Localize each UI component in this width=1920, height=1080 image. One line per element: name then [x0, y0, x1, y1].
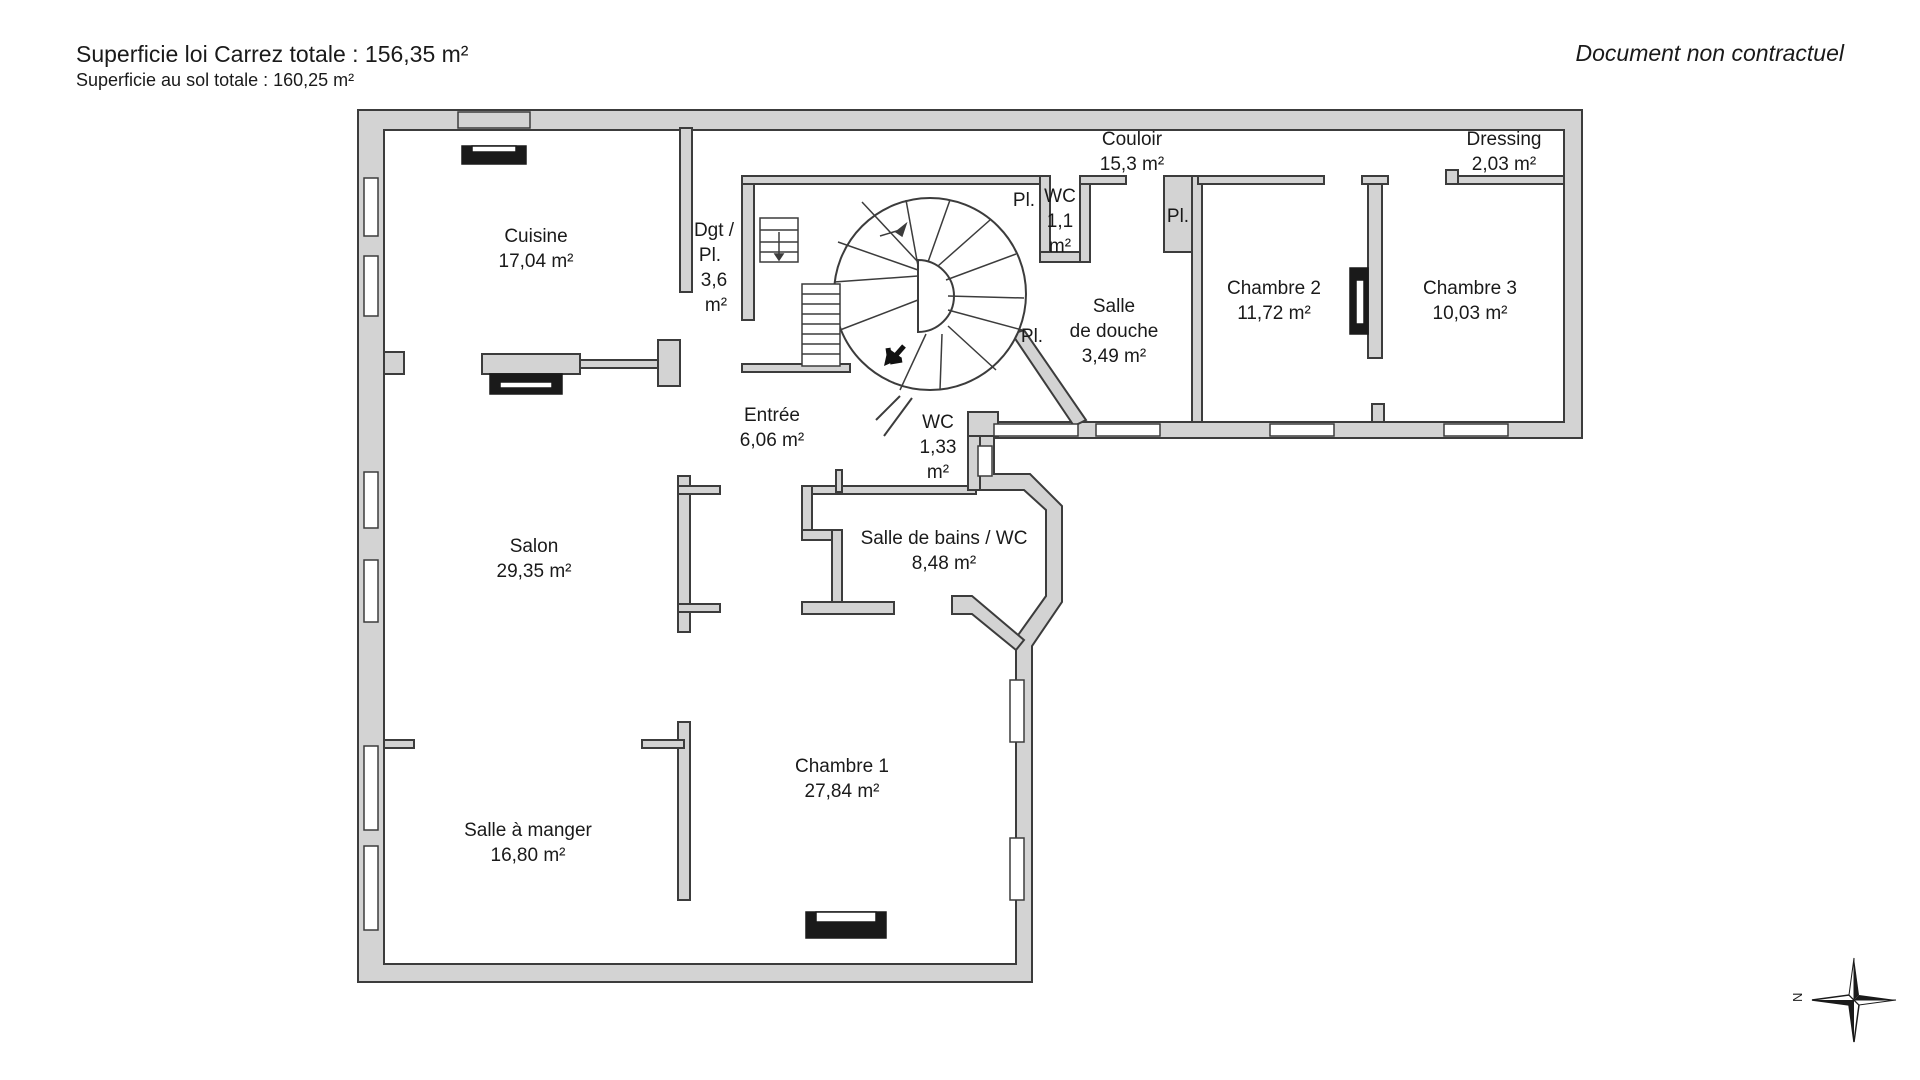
window-top-cuisine — [457, 111, 531, 129]
staircase — [759, 197, 1027, 437]
window-right-2 — [1009, 837, 1025, 901]
window-left-3 — [363, 471, 379, 529]
wall-sdb-top — [801, 485, 977, 495]
wc2-door — [875, 395, 901, 421]
wall-sam-right — [677, 721, 691, 901]
wall-corridor-4 — [1079, 175, 1127, 185]
wall-partition-bar — [579, 359, 659, 369]
label-pl2: Pl. — [1167, 206, 1189, 227]
wall-douche-slant — [1010, 328, 1088, 428]
window-bottom-1 — [993, 423, 1079, 437]
fireplace-cuisine-inner — [471, 145, 517, 153]
fireplace-chambre2-inner — [1355, 279, 1365, 325]
window-bottom-2 — [1095, 423, 1161, 437]
wall-ch3-top — [1445, 175, 1565, 185]
wall-stair-left — [741, 175, 755, 321]
wall-partition-post — [657, 339, 681, 387]
straight-stair — [801, 283, 841, 367]
window-left-2 — [363, 255, 379, 317]
window-left-4 — [363, 559, 379, 623]
wall-sdb-bottom — [801, 601, 895, 615]
compass-north-label: N — [1790, 993, 1805, 1002]
wall-ch2-ch3-top — [1361, 175, 1389, 185]
wall-douche-right — [1191, 175, 1203, 423]
outer-wall — [357, 109, 1583, 983]
wall-sam-bar — [641, 739, 685, 749]
disclaimer: Document non contractuel — [1575, 40, 1845, 66]
wall-kitchen-right — [679, 127, 693, 293]
wall-sdb-post — [835, 469, 843, 493]
carrez-total: Superficie loi Carrez totale : 156,35 m² — [76, 41, 469, 67]
wall-sdb-vert — [831, 529, 843, 605]
walls — [357, 109, 1583, 983]
window-wc2 — [977, 445, 993, 477]
wall-ch2-top — [1197, 175, 1325, 185]
wall-kitchen-salon — [481, 353, 581, 375]
window-left-5 — [363, 745, 379, 831]
fireplace-salon-inner — [499, 381, 553, 389]
ground-total: Superficie au sol totale : 160,25 m² — [76, 70, 355, 90]
wall-pl-box — [1163, 175, 1193, 253]
down-arrow-head-icon — [884, 348, 902, 366]
window-bottom-4 — [1443, 423, 1509, 437]
wall-ch2-ch3 — [1367, 175, 1383, 359]
wall-sam-left — [383, 739, 415, 749]
stair-core — [917, 258, 955, 334]
window-bottom-3 — [1269, 423, 1335, 437]
fireplaces — [461, 145, 1369, 939]
wall-salon-right-bot — [677, 603, 721, 613]
wall-left-stub — [383, 351, 405, 375]
compass-rose: N — [1790, 957, 1897, 1043]
wall-sdb-angle — [951, 595, 1026, 652]
wall-ch3-stub — [1371, 403, 1385, 423]
wall-salon-right — [677, 475, 691, 633]
window-right-1 — [1009, 679, 1025, 743]
wall-stair-bottom — [741, 363, 851, 373]
window-left-6 — [363, 845, 379, 931]
wall-dressing — [1445, 169, 1459, 185]
label-pl3: Pl. — [1021, 326, 1043, 347]
wall-salon-right-top — [677, 485, 721, 495]
fireplace-chambre1-inner — [815, 911, 877, 923]
plan-header: Superficie loi Carrez totale : 156,35 m²… — [76, 40, 468, 92]
label-pl1: Pl. — [1013, 190, 1035, 211]
windows — [363, 111, 1509, 931]
wall-stair-top — [741, 175, 1041, 185]
window-left-1 — [363, 177, 379, 237]
stair-arrow-up — [894, 221, 908, 238]
wall-corridor-3 — [1079, 175, 1091, 263]
